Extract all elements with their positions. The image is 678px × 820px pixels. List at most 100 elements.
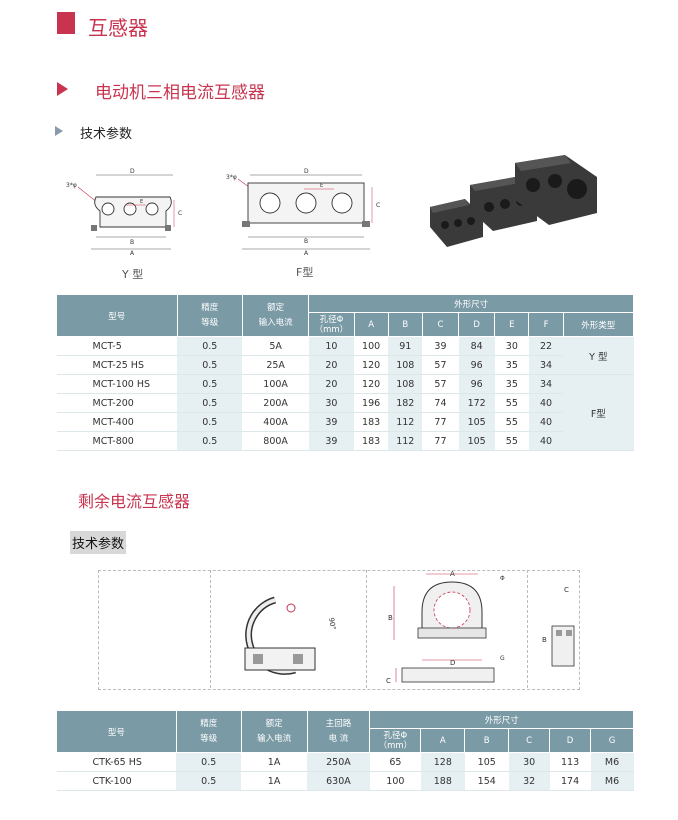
th2-d: D — [549, 728, 592, 753]
cell-hole: 20 — [308, 355, 355, 375]
cell-a: 128 — [420, 752, 465, 772]
cell-e: 35 — [494, 355, 529, 375]
th2-model: 型号 — [56, 710, 177, 753]
cell-f: 34 — [528, 355, 564, 375]
f-type-caption: F型 — [296, 266, 314, 279]
cell-a: 183 — [354, 412, 389, 432]
svg-text:A: A — [450, 570, 455, 578]
svg-text:C: C — [386, 677, 391, 685]
cell-model: CTK-100 — [56, 771, 177, 791]
cell-acc: 0.5 — [177, 393, 243, 413]
svg-text:B: B — [130, 239, 134, 246]
ctk-3d-drawing: 90° — [244, 596, 337, 675]
section-arrow-icon — [57, 82, 68, 96]
ctk-dim-drawing: A Φ B D C G — [386, 570, 505, 685]
cell-model: MCT-200 — [56, 393, 178, 413]
th2-g: G — [590, 728, 634, 753]
section2-subtitle: 技术参数 — [70, 531, 127, 554]
cell-model: MCT-100 HS — [56, 374, 178, 394]
cell-b: 108 — [388, 374, 423, 394]
cell-g: M6 — [590, 771, 634, 791]
th-d: D — [458, 312, 496, 337]
section1-title: 电动机三相电流互感器 — [95, 83, 265, 103]
cell-acc: 0.5 — [177, 374, 243, 394]
ctk-drawing-panel — [98, 570, 580, 690]
cell-model: MCT-5 — [56, 336, 178, 356]
f-type-drawing: D 3*φ E C B A — [226, 168, 380, 257]
cell-acc: 0.5 — [177, 431, 243, 451]
cell-c: 77 — [422, 412, 459, 432]
cell-model: MCT-800 — [56, 431, 178, 451]
svg-text:B: B — [304, 238, 308, 245]
cell-cur: 25A — [242, 355, 309, 375]
th2-main: 主回路 电 流 — [306, 710, 371, 753]
cell-f: 34 — [528, 374, 564, 394]
svg-text:3*φ: 3*φ — [226, 174, 237, 181]
cell-hole: 30 — [308, 393, 355, 413]
cell-cur: 100A — [242, 374, 309, 394]
cell-acc: 0.5 — [176, 771, 242, 791]
svg-text:Φ: Φ — [500, 575, 505, 582]
y-type-drawing: D 3*φ E C B A — [66, 168, 182, 257]
cell-acc: 0.5 — [177, 336, 243, 356]
cell-hole: 20 — [308, 374, 355, 394]
cell-a: 120 — [354, 374, 389, 394]
section1-subtitle: 技术参数 — [80, 127, 133, 142]
cell-c: 39 — [422, 336, 459, 356]
cell-cur: 1A — [241, 752, 307, 772]
cell-c: 74 — [422, 393, 459, 413]
th-b: B — [387, 312, 423, 337]
cell-b: 154 — [464, 771, 509, 791]
svg-text:E: E — [320, 183, 323, 189]
svg-text:D: D — [450, 659, 455, 667]
cell-acc: 0.5 — [177, 355, 243, 375]
th-a: A — [353, 312, 389, 337]
th2-b: B — [464, 728, 510, 753]
cell-c: 57 — [422, 374, 459, 394]
cell-d: 105 — [458, 412, 495, 432]
th2-c: C — [508, 728, 551, 753]
cell-hole: 10 — [308, 336, 355, 356]
cell-model: CTK-65 HS — [56, 752, 177, 772]
cell-model: MCT-400 — [56, 412, 178, 432]
svg-text:90°: 90° — [327, 617, 337, 631]
cell-d: 96 — [458, 355, 495, 375]
cell-a: 100 — [354, 336, 389, 356]
cell-d: 174 — [549, 771, 591, 791]
cell-cur: 5A — [242, 336, 309, 356]
cell-f: 40 — [528, 412, 564, 432]
cell-d: 84 — [458, 336, 495, 356]
th-accuracy: 精度 等级 — [176, 294, 243, 337]
cell-b: 108 — [388, 355, 423, 375]
cell-acc: 0.5 — [177, 412, 243, 432]
cell-type-y: Y 型 — [563, 336, 634, 375]
th-f: F — [528, 312, 564, 337]
cell-b: 182 — [388, 393, 423, 413]
cell-c: 77 — [422, 431, 459, 451]
cell-f: 40 — [528, 431, 564, 451]
svg-text:G: G — [500, 655, 505, 662]
cell-b: 112 — [388, 412, 423, 432]
mct-spec-table: 型号 精度 等级 额定 输入电流 外形尺寸 孔径Φ （mm） A B C D E… — [56, 294, 635, 451]
cell-b: 112 — [388, 431, 423, 451]
svg-text:B: B — [388, 614, 393, 622]
svg-text:B: B — [542, 636, 547, 644]
cell-cur: 200A — [242, 393, 309, 413]
cell-hole: 100 — [369, 771, 421, 791]
cell-e: 35 — [494, 374, 529, 394]
cell-cur: 800A — [242, 431, 309, 451]
th2-accuracy: 精度 等级 — [175, 710, 242, 753]
cell-d: 96 — [458, 374, 495, 394]
section2-title: 剩余电流互感器 — [78, 492, 191, 511]
cell-cur: 400A — [242, 412, 309, 432]
th2-a: A — [420, 728, 466, 753]
svg-text:A: A — [304, 250, 309, 257]
th-outer: 外形尺寸 — [308, 294, 634, 313]
svg-text:C: C — [564, 586, 569, 594]
cell-f: 22 — [528, 336, 564, 356]
